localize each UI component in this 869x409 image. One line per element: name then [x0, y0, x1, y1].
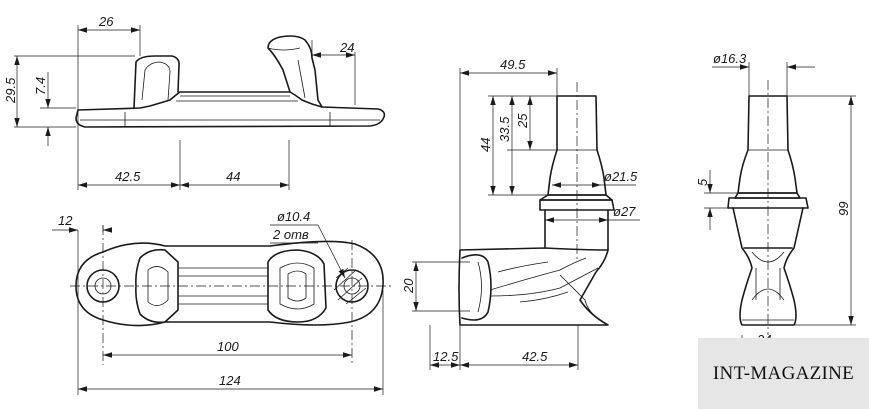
dim-20: 20 [401, 278, 416, 294]
dim-dia-21-5: ø21.5 [604, 169, 638, 184]
dim-dia-27: ø27 [613, 204, 636, 219]
dim-26: 26 [98, 14, 114, 29]
dim-29-5: 29.5 [3, 77, 18, 104]
dim-25: 25 [515, 113, 530, 129]
dim-99: 99 [836, 202, 851, 216]
dim-124: 124 [219, 373, 241, 388]
dim-33-5: 33.5 [497, 116, 512, 142]
dim-100: 100 [217, 339, 239, 354]
watermark: INT-MAGAZINE [698, 338, 869, 409]
dim-24: 24 [339, 40, 354, 55]
dim-5: 5 [695, 178, 710, 186]
end-view: ø16.3 5 99 24 [695, 51, 856, 347]
hole-count-label: 2 отв [272, 227, 309, 242]
dim-7-4: 7.4 [33, 77, 48, 95]
dim-42-5-side: 42.5 [522, 349, 548, 364]
dim-dia-16-3: ø16.3 [713, 51, 747, 66]
dim-49-5: 49.5 [500, 57, 526, 72]
dim-12: 12 [58, 213, 73, 228]
side-view: 49.5 44 33.5 25 ø21.5 ø27 20 12.5 42.5 [401, 57, 640, 370]
plan-view: 12 ø10.4 2 отв 100 124 [52, 209, 392, 395]
dim-44: 44 [226, 169, 240, 184]
hole-dia-label: ø10.4 [277, 209, 310, 224]
dim-12-5: 12.5 [433, 349, 459, 364]
dim-44-side: 44 [478, 138, 493, 152]
front-view: 26 29.5 7.4 24 42.5 44 [3, 14, 386, 190]
dim-42-5: 42.5 [115, 169, 141, 184]
